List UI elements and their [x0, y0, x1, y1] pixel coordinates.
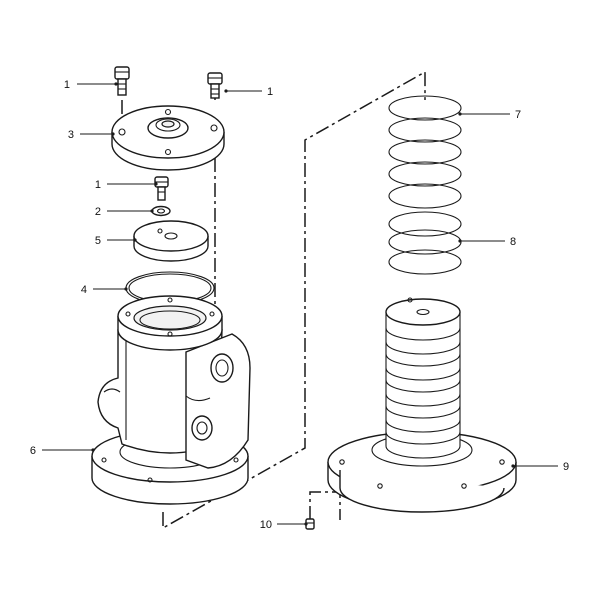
callout-2: 2	[95, 206, 154, 218]
seal-rings-lower	[388, 211, 462, 275]
callout-8: 8	[458, 236, 516, 248]
callout-1b: 1	[224, 86, 273, 98]
spindle-base	[327, 297, 517, 513]
bolt-middle	[154, 176, 169, 201]
callout-label: 4	[81, 284, 87, 296]
callout-1a: 1	[64, 79, 118, 91]
callout-5: 5	[95, 235, 137, 247]
callout-1c: 1	[95, 179, 158, 191]
callout-label: 1	[267, 86, 273, 98]
callout-label: 8	[510, 236, 516, 248]
callout-10: 10	[260, 519, 308, 531]
cap	[133, 220, 209, 262]
housing	[91, 295, 251, 505]
bolt-top-left	[114, 66, 130, 96]
callout-9: 9	[511, 461, 569, 473]
callout-label: 9	[563, 461, 569, 473]
seal-rings-upper	[388, 95, 462, 209]
callout-label: 1	[64, 79, 70, 91]
cover-plate	[111, 105, 225, 171]
callout-3: 3	[68, 129, 115, 141]
callout-7: 7	[458, 109, 521, 121]
callout-label: 10	[260, 519, 272, 531]
callout-label: 7	[515, 109, 521, 121]
bolt-top-right	[207, 72, 223, 99]
callout-label: 1	[95, 179, 101, 191]
washer	[151, 205, 171, 217]
callout-6: 6	[30, 445, 95, 457]
callout-label: 2	[95, 206, 101, 218]
callout-label: 6	[30, 445, 36, 457]
callout-label: 5	[95, 235, 101, 247]
callout-label: 3	[68, 129, 74, 141]
callout-4: 4	[81, 284, 128, 296]
